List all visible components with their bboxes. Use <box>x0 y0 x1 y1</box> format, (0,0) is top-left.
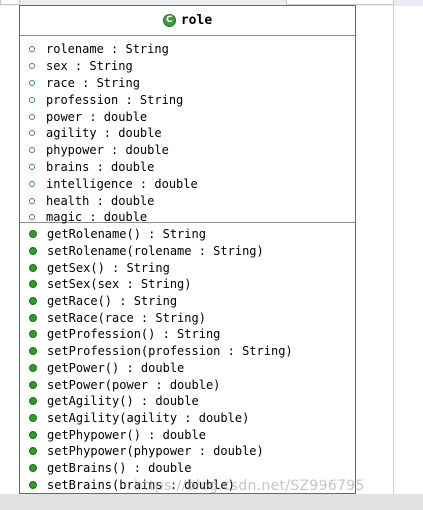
operation-row[interactable]: getProfession() : String <box>29 326 355 343</box>
method-icon <box>29 230 37 239</box>
operation-row[interactable]: setBrains(brains : double) <box>29 476 355 493</box>
operation-label: getPhypower() : double <box>47 427 206 442</box>
attribute-label: intelligence : double <box>46 176 198 191</box>
attribute-row[interactable]: rolename : String <box>29 41 355 58</box>
uml-class-box[interactable]: C role rolename : String sex : String ra… <box>19 5 356 494</box>
method-icon <box>29 363 37 372</box>
method-icon <box>29 463 37 472</box>
method-icon <box>29 313 37 322</box>
class-name: role <box>180 13 213 28</box>
operation-label: getProfession() : String <box>47 327 221 342</box>
watermark-text: https://blog.csdn.net/SZ996795 <box>134 478 365 494</box>
operation-row[interactable]: setPhypower(phypower : double) <box>29 443 355 460</box>
attributes-compartment: rolename : String sex : String race : St… <box>20 36 355 226</box>
method-icon <box>29 330 37 339</box>
attribute-row[interactable]: brains : double <box>29 159 355 176</box>
attribute-row[interactable]: race : String <box>29 75 355 92</box>
method-icon <box>29 447 37 456</box>
attribute-label: phypower : double <box>46 143 169 158</box>
attribute-label: profession : String <box>46 92 184 107</box>
attribute-label: power : double <box>46 109 148 124</box>
attribute-row[interactable]: agility : double <box>29 125 355 142</box>
tab-edge-left <box>0 0 20 5</box>
field-icon <box>29 46 35 53</box>
operation-row[interactable]: getRace() : String <box>29 293 355 310</box>
operation-label: setSex(sex : String) <box>47 277 192 292</box>
class-header: C role <box>20 6 355 36</box>
operation-label: getAgility() : double <box>47 394 199 409</box>
operation-row[interactable]: setSex(sex : String) <box>29 276 355 293</box>
method-icon <box>29 247 37 256</box>
operation-label: setRolename(rolename : String) <box>47 244 264 259</box>
operation-row[interactable]: getSex() : String <box>29 259 355 276</box>
operations-compartment: getRolename() : String setRolename(rolen… <box>20 223 355 493</box>
operation-row[interactable]: setPower(power : double) <box>29 376 355 393</box>
operation-label: setPower(power : double) <box>47 377 221 392</box>
window-top-strip <box>0 0 423 6</box>
method-icon <box>29 413 37 422</box>
method-icon <box>29 297 37 306</box>
operation-label: getRace() : String <box>47 294 178 309</box>
operation-label: setRace(race : String) <box>47 310 206 325</box>
window-bottom-strip <box>0 494 423 510</box>
method-icon <box>29 397 37 406</box>
method-icon <box>29 430 37 439</box>
operation-label: getBrains() : double <box>47 460 192 475</box>
operation-row[interactable]: getPower() : double <box>29 360 355 377</box>
attribute-label: race : String <box>46 75 140 90</box>
method-icon <box>29 347 37 356</box>
operation-row[interactable]: getAgility() : double <box>29 393 355 410</box>
method-icon <box>29 280 37 289</box>
attribute-label: rolename : String <box>46 42 169 57</box>
field-icon <box>29 113 35 120</box>
operation-row[interactable]: setRace(race : String) <box>29 309 355 326</box>
operation-label: setPhypower(phypower : double) <box>47 444 264 459</box>
attribute-row[interactable]: intelligence : double <box>29 175 355 192</box>
operation-label: getPower() : double <box>47 360 185 375</box>
field-icon <box>29 79 35 86</box>
operation-label: setProfession(profession : String) <box>47 344 293 359</box>
field-icon <box>29 197 35 204</box>
field-icon <box>29 63 35 70</box>
field-icon <box>29 96 35 103</box>
operation-row[interactable]: getBrains() : double <box>29 460 355 477</box>
attribute-label: sex : String <box>46 59 133 74</box>
operation-label: getSex() : String <box>47 260 170 275</box>
attribute-row[interactable]: power : double <box>29 108 355 125</box>
field-icon <box>29 147 35 154</box>
attribute-row[interactable]: sex : String <box>29 58 355 75</box>
attribute-label: agility : double <box>46 126 162 141</box>
attribute-row[interactable]: health : double <box>29 192 355 209</box>
method-icon <box>29 480 37 489</box>
method-icon <box>29 380 37 389</box>
attribute-row[interactable]: phypower : double <box>29 142 355 159</box>
attribute-label: health : double <box>46 193 155 208</box>
field-icon <box>29 180 35 187</box>
operation-row[interactable]: getRolename() : String <box>29 226 355 243</box>
field-icon <box>29 214 35 221</box>
field-icon <box>29 130 35 137</box>
operation-label: setBrains(brains : double) <box>47 477 235 492</box>
attribute-label: magic : double <box>46 210 148 225</box>
operation-row[interactable]: setProfession(profession : String) <box>29 343 355 360</box>
attribute-row[interactable]: magic : double <box>29 209 355 226</box>
operation-label: setAgility(agility : double) <box>47 410 250 425</box>
field-icon <box>29 163 35 170</box>
class-icon: C <box>162 14 176 27</box>
attribute-label: brains : double <box>46 159 155 174</box>
canvas-divider <box>393 5 394 495</box>
method-icon <box>29 263 37 272</box>
operation-row[interactable]: getPhypower() : double <box>29 426 355 443</box>
tab-edge-right <box>286 0 394 5</box>
attribute-row[interactable]: profession : String <box>29 91 355 108</box>
operation-row[interactable]: setRolename(rolename : String) <box>29 243 355 260</box>
operation-label: getRolename() : String <box>47 227 206 242</box>
operation-row[interactable]: setAgility(agility : double) <box>29 410 355 427</box>
